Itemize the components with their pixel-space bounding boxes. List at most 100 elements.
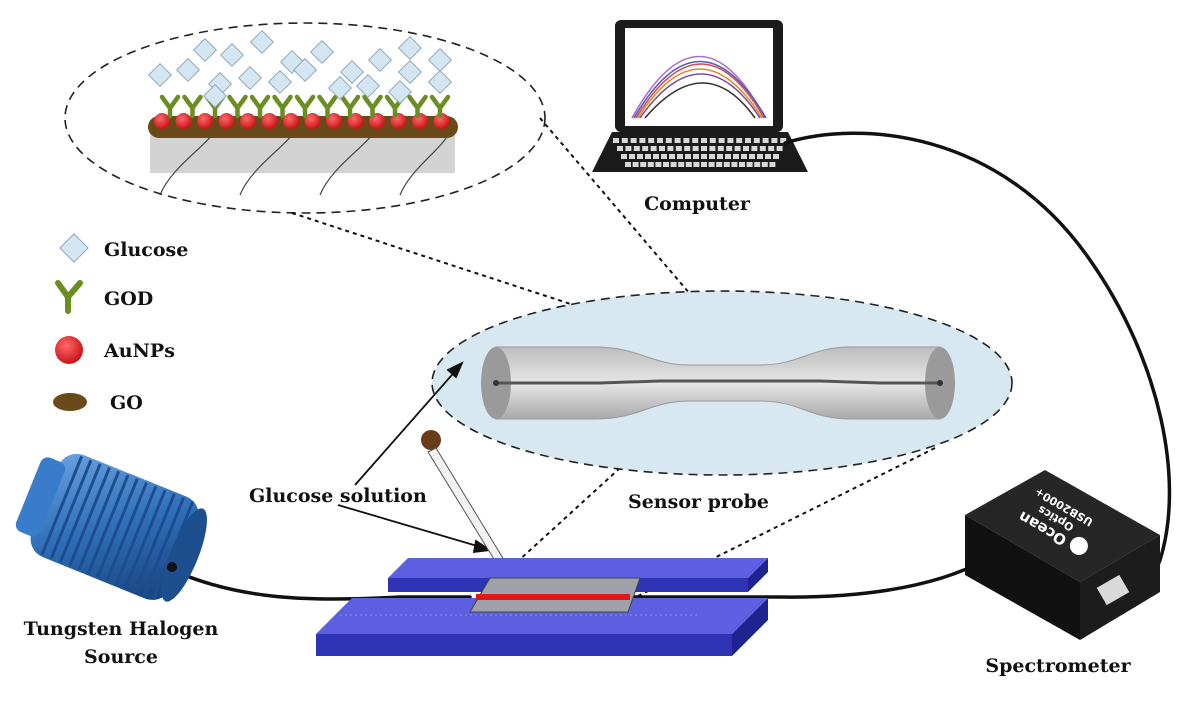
keyboard-key	[669, 154, 675, 159]
glucose-molecule	[397, 35, 423, 61]
legend-glucose-label: Glucose	[104, 239, 188, 261]
glucose-solution-label: Glucose solution	[249, 485, 427, 507]
keyboard-key	[670, 162, 677, 167]
keyboard-key	[617, 146, 623, 151]
keyboard-key	[663, 162, 669, 167]
cooling-fin	[59, 463, 102, 563]
evanescent-wave-lines	[159, 134, 449, 196]
god-enzyme	[272, 94, 293, 119]
keyboard	[613, 138, 787, 167]
keyboard-key	[708, 162, 715, 167]
keyboard-key	[645, 154, 651, 159]
keyboard-key	[759, 146, 766, 151]
glucose-molecule	[339, 59, 365, 85]
glucose-molecule	[387, 79, 413, 105]
glucose-molecule	[309, 39, 335, 65]
keyboard-key	[709, 146, 716, 151]
keyboard-key	[780, 138, 787, 143]
glucose-cloud	[147, 29, 453, 109]
god-row	[159, 94, 451, 119]
glucose-molecule	[202, 83, 228, 109]
keyboard-key	[761, 162, 768, 167]
keyboard-key	[625, 146, 632, 151]
keyboard-key	[731, 162, 738, 167]
keyboard-key	[716, 162, 723, 167]
keyboard-key	[769, 162, 776, 167]
cooling-fins	[40, 455, 195, 601]
keyboard-key	[717, 146, 724, 151]
keyboard-key	[693, 162, 700, 167]
keyboard-key	[639, 138, 646, 143]
keyboard-key	[746, 162, 753, 167]
god-enzyme	[407, 94, 428, 119]
cooling-fin	[40, 455, 84, 556]
keyboard-key	[709, 138, 716, 143]
cooling-fin	[114, 485, 158, 586]
spectra-curves	[631, 55, 767, 119]
keyboard-key	[685, 162, 692, 167]
keyboard-key	[709, 154, 715, 159]
keyboard-key	[701, 146, 707, 151]
keyboard-key	[771, 138, 778, 143]
keyboard-key	[701, 138, 707, 143]
keyboard-key	[726, 146, 733, 151]
spectrometer-device: Ocean Optics USB2000+	[965, 470, 1160, 640]
keyboard-key	[741, 154, 747, 159]
keyboard-key	[637, 154, 643, 159]
keyboard-key	[621, 154, 627, 159]
keyboard-key	[717, 154, 723, 159]
computer-laptop: Computer	[592, 20, 808, 215]
keyboard-key	[751, 146, 758, 151]
aunp-particle	[326, 113, 342, 129]
keyboard-key	[723, 162, 730, 167]
keyboard-key	[647, 162, 654, 167]
fiber-cladding-layer	[150, 135, 455, 173]
god-enzyme	[429, 94, 451, 119]
aunp-particle	[433, 113, 450, 129]
keyboard-key	[625, 162, 631, 167]
keyboard-key	[659, 146, 665, 151]
aunp-particle	[218, 113, 235, 129]
keyboard-key	[675, 146, 682, 151]
computer-label: Computer	[644, 193, 751, 215]
source-label-line1: Tungsten Halogen	[24, 618, 219, 640]
keyboard-key	[657, 138, 663, 143]
aunp-particle	[240, 113, 256, 129]
keyboard-key	[630, 138, 637, 143]
keyboard-key	[613, 138, 619, 143]
glucose-icon	[59, 233, 89, 263]
keyboard-key	[665, 138, 672, 143]
glucose-molecule	[175, 57, 201, 83]
cooling-fin	[77, 470, 121, 571]
keyboard-key	[693, 154, 699, 159]
keyboard-key	[629, 154, 635, 159]
keyboard-key	[692, 146, 699, 151]
glucose-molecule	[219, 42, 245, 68]
keyboard-key	[776, 146, 783, 151]
keyboard-key	[678, 162, 685, 167]
keyboard-key	[736, 138, 743, 143]
keyboard-key	[773, 154, 779, 159]
aunps-row	[154, 113, 450, 129]
glucose-molecule	[327, 75, 353, 101]
glucose-molecule	[192, 37, 218, 63]
aunp-particle	[154, 113, 170, 129]
aunp-particle	[175, 113, 192, 129]
glucose-molecule	[355, 73, 381, 99]
legend: Glucose GOD AuNPs GO	[53, 233, 188, 414]
glucose-molecule	[267, 69, 293, 95]
god-enzyme	[227, 94, 248, 119]
glucose-drop	[421, 430, 441, 450]
god-enzyme	[182, 94, 203, 119]
god-enzyme	[339, 94, 361, 119]
slide-stage	[316, 558, 768, 656]
keyboard-key	[642, 146, 649, 151]
keyboard-key	[633, 146, 640, 151]
keyboard-key	[762, 138, 769, 143]
keyboard-key	[655, 162, 662, 167]
glucose-molecule	[367, 47, 393, 73]
god-enzyme	[317, 94, 338, 119]
source-label-line2: Source	[84, 646, 158, 668]
glucose-molecule	[427, 69, 453, 95]
